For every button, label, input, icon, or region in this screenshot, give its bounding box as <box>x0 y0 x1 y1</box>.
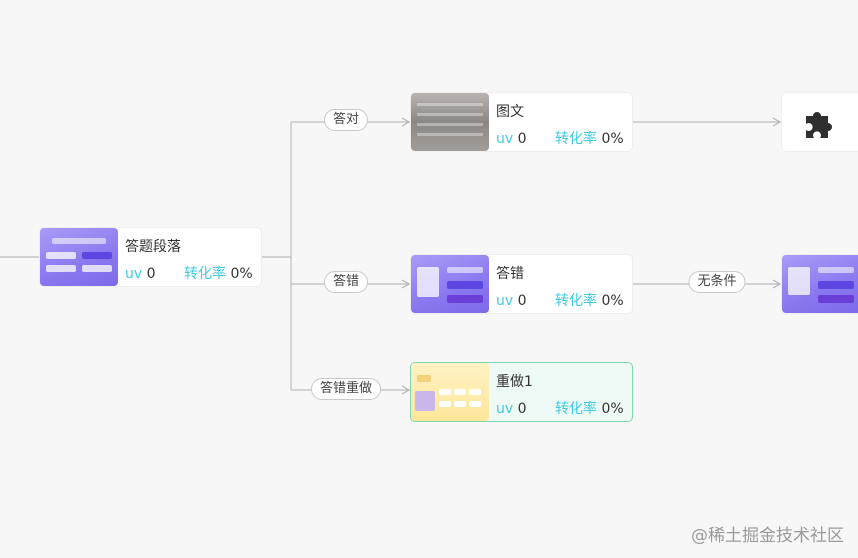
node-title: 答错 <box>496 266 524 282</box>
edge-label-correct[interactable]: 答对 <box>323 109 369 131</box>
node-thumbnail <box>40 228 118 286</box>
node-title: 重做1 <box>496 374 533 390</box>
uv-value: 0 <box>517 401 527 417</box>
node-next-partial[interactable] <box>782 255 858 313</box>
node-answer-wrong[interactable]: 答错 uv 0 转化率 0% <box>411 255 632 313</box>
uv-value: 0 <box>517 293 527 309</box>
node-plugin[interactable] <box>782 93 858 151</box>
node-tuwen[interactable]: 图文 uv 0 转化率 0% <box>411 93 632 151</box>
rate-value: 0% <box>230 266 253 282</box>
uv-label: uv <box>125 266 143 282</box>
node-answer-paragraph[interactable]: 答题段落 uv 0 转化率 0% <box>40 228 261 286</box>
node-thumbnail <box>782 255 858 313</box>
rate-value: 0% <box>601 131 624 147</box>
rate-label: 转化率 <box>555 401 597 417</box>
edge-label-unconditional[interactable]: 无条件 <box>688 271 746 293</box>
node-stats: uv 0 转化率 0% <box>496 290 624 310</box>
node-thumbnail <box>411 363 489 421</box>
rate-value: 0% <box>601 401 624 417</box>
node-title: 答题段落 <box>125 239 181 255</box>
node-thumbnail <box>411 93 489 151</box>
rate-label: 转化率 <box>184 266 226 282</box>
uv-label: uv <box>496 293 514 309</box>
edge-label-wrong[interactable]: 答错 <box>323 271 369 293</box>
rate-label: 转化率 <box>555 293 597 309</box>
rate-value: 0% <box>601 293 624 309</box>
node-stats: uv 0 转化率 0% <box>496 398 624 418</box>
edge-label-wrong-redo[interactable]: 答错重做 <box>310 378 382 400</box>
node-redo-1[interactable]: 重做1 uv 0 转化率 0% <box>411 363 632 421</box>
node-stats: uv 0 转化率 0% <box>496 128 624 148</box>
uv-label: uv <box>496 131 514 147</box>
uv-value: 0 <box>517 131 527 147</box>
node-thumbnail <box>411 255 489 313</box>
puzzle-icon <box>806 112 832 138</box>
watermark: @稀土掘金技术社区 <box>691 526 844 546</box>
node-title: 图文 <box>496 104 524 120</box>
node-stats: uv 0 转化率 0% <box>125 263 253 283</box>
uv-value: 0 <box>146 266 156 282</box>
uv-label: uv <box>496 401 514 417</box>
rate-label: 转化率 <box>555 131 597 147</box>
